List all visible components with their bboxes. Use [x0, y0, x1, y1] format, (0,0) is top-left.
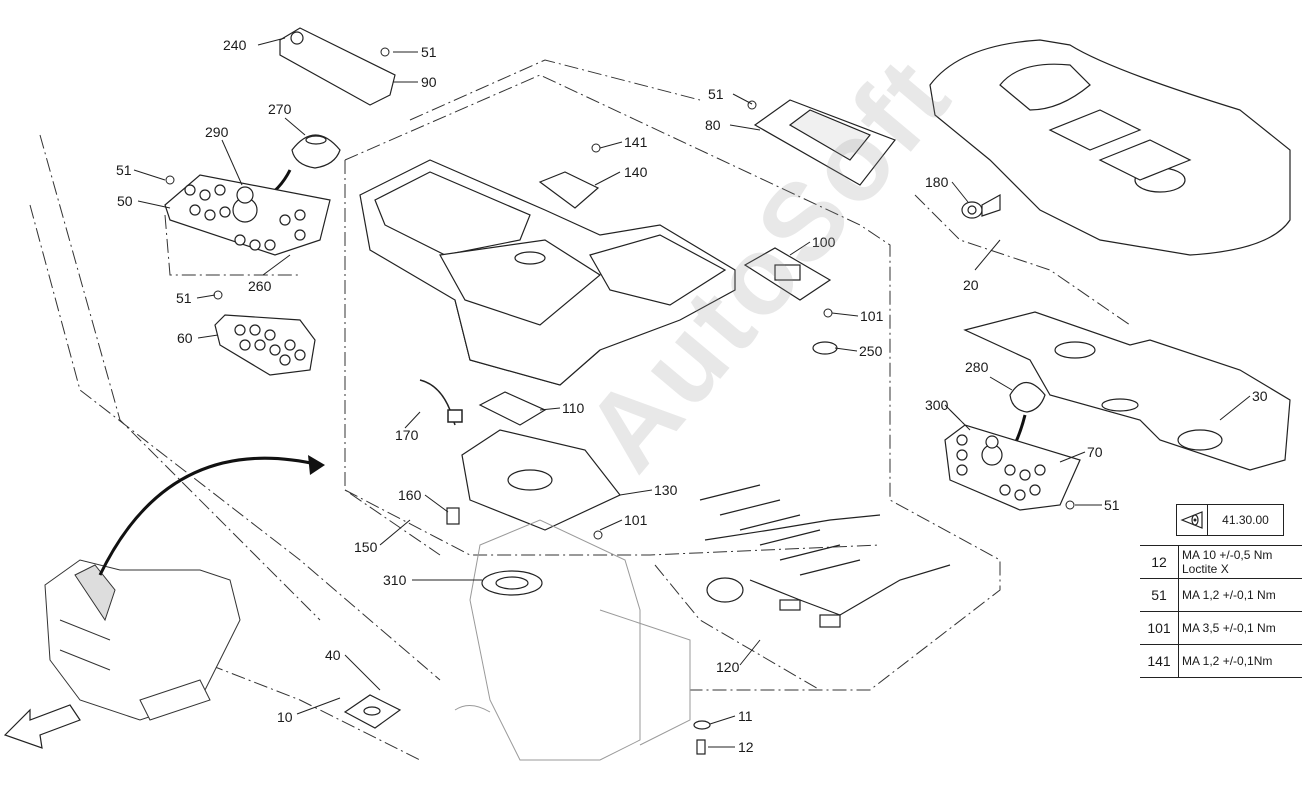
callout-51-right: 51 [1104, 497, 1120, 513]
callout-51-top: 51 [421, 44, 437, 60]
torque-value: MA 10 +/-0,5 Nm [1182, 548, 1273, 562]
callout-30: 30 [1252, 388, 1268, 404]
reference-box: 41.30.00 [1176, 504, 1284, 536]
callout-12: 12 [738, 739, 754, 755]
torque-value: MA 1,2 +/-0,1Nm [1178, 644, 1302, 678]
gaiter-270 [291, 134, 341, 169]
leader-lines [133, 37, 1251, 748]
callout-290: 290 [205, 124, 229, 140]
callout-300: 300 [925, 397, 949, 413]
torque-ref: 12 [1140, 545, 1179, 579]
control-panel-60 [214, 314, 316, 376]
module-100 [743, 247, 832, 301]
callout-310: 310 [383, 572, 407, 588]
callout-40: 40 [325, 647, 341, 663]
callout-51-left: 51 [116, 162, 132, 178]
callout-labels: 240 51 90 270 290 51 50 260 51 60 141 14… [116, 37, 1268, 755]
torque-value: MA 1,2 +/-0,1 Nm [1178, 578, 1302, 612]
callout-70: 70 [1087, 444, 1103, 460]
torque-ref: 101 [1140, 611, 1179, 645]
callout-80: 80 [705, 117, 721, 133]
callout-270: 270 [268, 101, 292, 117]
callout-160: 160 [398, 487, 422, 503]
callout-11: 11 [738, 708, 753, 724]
callout-90: 90 [421, 74, 437, 90]
circuit-board-110 [478, 391, 547, 426]
key-switch-180 [961, 193, 1001, 219]
cover-140 [538, 171, 600, 209]
screws [165, 47, 1075, 540]
callout-180: 180 [925, 174, 949, 190]
label-40 [343, 694, 402, 729]
callout-110: 110 [562, 400, 585, 416]
torque-row: 141 MA 1,2 +/-0,1Nm [1140, 644, 1302, 678]
callout-10: 10 [277, 709, 293, 725]
gaiter-280 [1009, 381, 1046, 413]
console-housing [359, 159, 736, 386]
callout-141: 141 [624, 134, 648, 150]
callout-20: 20 [963, 277, 979, 293]
torque-row: 101 MA 3,5 +/-0,1 Nm [1140, 611, 1302, 645]
torque-row: 51 MA 1,2 +/-0,1 Nm [1140, 578, 1302, 612]
base-plate-130 [461, 429, 621, 531]
callout-60: 60 [177, 330, 193, 346]
plug-250 [812, 341, 838, 355]
panel-240 [279, 27, 396, 106]
washer-11 [693, 720, 711, 730]
callout-170: 170 [395, 427, 419, 443]
harness-120 [699, 484, 951, 628]
callout-120: 120 [716, 659, 740, 675]
control-panel-50 [164, 174, 331, 256]
eye-icon [1177, 505, 1208, 535]
roof-cover-20 [929, 39, 1291, 256]
pedestal [454, 519, 691, 761]
control-panel-70 [944, 424, 1081, 511]
location-arrow-head [308, 455, 325, 475]
callout-260: 260 [248, 278, 272, 294]
torque-ref: 141 [1140, 644, 1179, 678]
callout-130: 130 [654, 482, 678, 498]
callout-51-display: 51 [708, 86, 724, 102]
callout-140: 140 [624, 164, 648, 180]
callout-101-right: 101 [860, 308, 884, 324]
callout-100: 100 [812, 234, 836, 250]
callout-280: 280 [965, 359, 989, 375]
callout-50: 50 [117, 193, 133, 209]
location-arrow [98, 456, 321, 576]
callout-240: 240 [223, 37, 247, 53]
bolt-12 [696, 739, 706, 755]
callout-150: 150 [354, 539, 378, 555]
gasket-30 [963, 311, 1291, 471]
display-frame-80 [753, 99, 896, 186]
reference-label: 41.30.00 [1222, 513, 1269, 527]
machine-overview [44, 559, 241, 721]
torque-value: MA 3,5 +/-0,1 Nm [1178, 611, 1302, 645]
torque-note: Loctite X [1182, 562, 1229, 576]
spacer-160 [446, 507, 460, 525]
ring-310 [481, 570, 543, 596]
callout-250: 250 [859, 343, 883, 359]
cable-170 [419, 379, 463, 426]
callout-51-mid: 51 [176, 290, 192, 306]
view-direction-arrow [3, 704, 81, 749]
torque-ref: 51 [1140, 578, 1179, 612]
callout-101-mid: 101 [624, 512, 648, 528]
